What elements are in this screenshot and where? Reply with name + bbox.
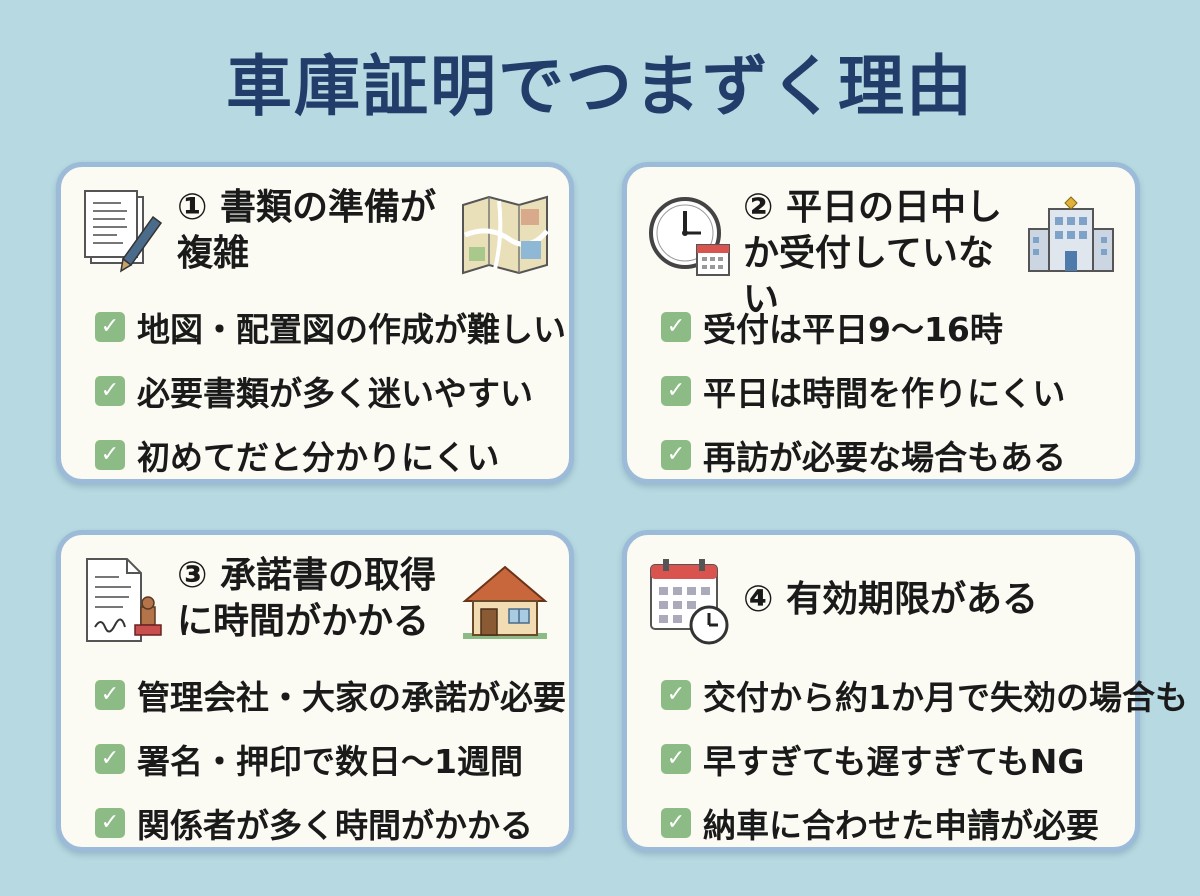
list-item-text: 受付は平日9～16時	[703, 310, 1003, 349]
check-icon: ✓	[661, 680, 691, 710]
house-icon	[459, 563, 551, 643]
list-item: ✓ 早すぎても遅すぎてもNG	[661, 727, 1141, 791]
reason-list: ✓ 管理会社・大家の承諾が必要 ✓ 署名・押印で数日～1週間 ✓ 関係者が多く時…	[95, 663, 575, 855]
check-icon: ✓	[95, 312, 125, 342]
list-item-text: 早すぎても遅すぎてもNG	[703, 742, 1085, 781]
list-item: ✓ 初めてだと分かりにくい	[95, 423, 575, 487]
list-item-text: 納車に合わせた申請が必要	[703, 806, 1099, 845]
check-icon: ✓	[95, 808, 125, 838]
card-title: ② 平日の日中しか受付していない	[743, 187, 1003, 320]
page-title: 車庫証明でつまずく理由	[226, 48, 974, 125]
police-station-icon	[1025, 195, 1117, 275]
calendar-clock-icon	[647, 555, 731, 647]
list-item: ✓ 平日は時間を作りにくい	[661, 359, 1141, 423]
list-item-text: 管理会社・大家の承諾が必要	[137, 678, 566, 717]
list-item: ✓ 納車に合わせた申請が必要	[661, 791, 1141, 855]
check-icon: ✓	[661, 744, 691, 774]
list-item-text: 関係者が多く時間がかかる	[137, 806, 533, 845]
check-icon: ✓	[661, 312, 691, 342]
list-item: ✓ 交付から約1か月で失効の場合も	[661, 663, 1188, 727]
reason-card-hours: ② 平日の日中しか受付していない ✓ 受付は平日9～16時 ✓ 平日は時間	[622, 162, 1140, 484]
clock-calendar-icon	[647, 187, 731, 279]
list-item-text: 必要書類が多く迷いやすい	[137, 374, 533, 413]
list-item: ✓ 受付は平日9～16時	[661, 295, 1141, 359]
check-icon: ✓	[95, 376, 125, 406]
card-title: ③ 承諾書の取得に時間がかかる	[177, 555, 437, 642]
map-icon	[459, 195, 551, 275]
check-icon: ✓	[661, 808, 691, 838]
reason-card-documents: ① 書類の準備が複雑 ✓ 地図・配置図の作成が難しい ✓ 必要書類が多く迷いやす…	[56, 162, 574, 484]
list-item: ✓ 管理会社・大家の承諾が必要	[95, 663, 575, 727]
list-item: ✓ 地図・配置図の作成が難しい	[95, 295, 575, 359]
reason-list: ✓ 交付から約1か月で失効の場合も ✓ 早すぎても遅すぎてもNG ✓ 納車に合わ…	[661, 663, 1188, 855]
list-item: ✓ 必要書類が多く迷いやすい	[95, 359, 575, 423]
list-item-text: 地図・配置図の作成が難しい	[137, 310, 566, 349]
list-item-text: 交付から約1か月で失効の場合も	[703, 678, 1188, 717]
check-icon: ✓	[95, 680, 125, 710]
reason-list: ✓ 地図・配置図の作成が難しい ✓ 必要書類が多く迷いやすい ✓ 初めてだと分か…	[95, 295, 575, 487]
check-icon: ✓	[661, 440, 691, 470]
reason-card-expiry: ④ 有効期限がある ✓ 交付から約1か月で失効の場合も ✓ 早すぎても遅すぎても…	[622, 530, 1188, 855]
list-item: ✓ 再訪が必要な場合もある	[661, 423, 1141, 487]
document-pen-icon	[81, 187, 165, 279]
list-item-text: 再訪が必要な場合もある	[703, 438, 1066, 477]
card-title: ① 書類の準備が複雑	[177, 187, 437, 274]
document-stamp-icon	[81, 555, 165, 647]
check-icon: ✓	[661, 376, 691, 406]
list-item-text: 平日は時間を作りにくい	[703, 374, 1066, 413]
list-item-text: 署名・押印で数日～1週間	[137, 742, 523, 781]
reason-card-consent: ③ 承諾書の取得に時間がかかる ✓ 管理会社・大家の承諾が必要 ✓ 署名・押印で…	[56, 530, 574, 852]
list-item-text: 初めてだと分かりにくい	[137, 438, 500, 477]
check-icon: ✓	[95, 744, 125, 774]
reason-list: ✓ 受付は平日9～16時 ✓ 平日は時間を作りにくい ✓ 再訪が必要な場合もある	[661, 295, 1141, 487]
card-title: ④ 有効期限がある	[743, 579, 1039, 620]
list-item: ✓ 署名・押印で数日～1週間	[95, 727, 575, 791]
check-icon: ✓	[95, 440, 125, 470]
list-item: ✓ 関係者が多く時間がかかる	[95, 791, 575, 855]
